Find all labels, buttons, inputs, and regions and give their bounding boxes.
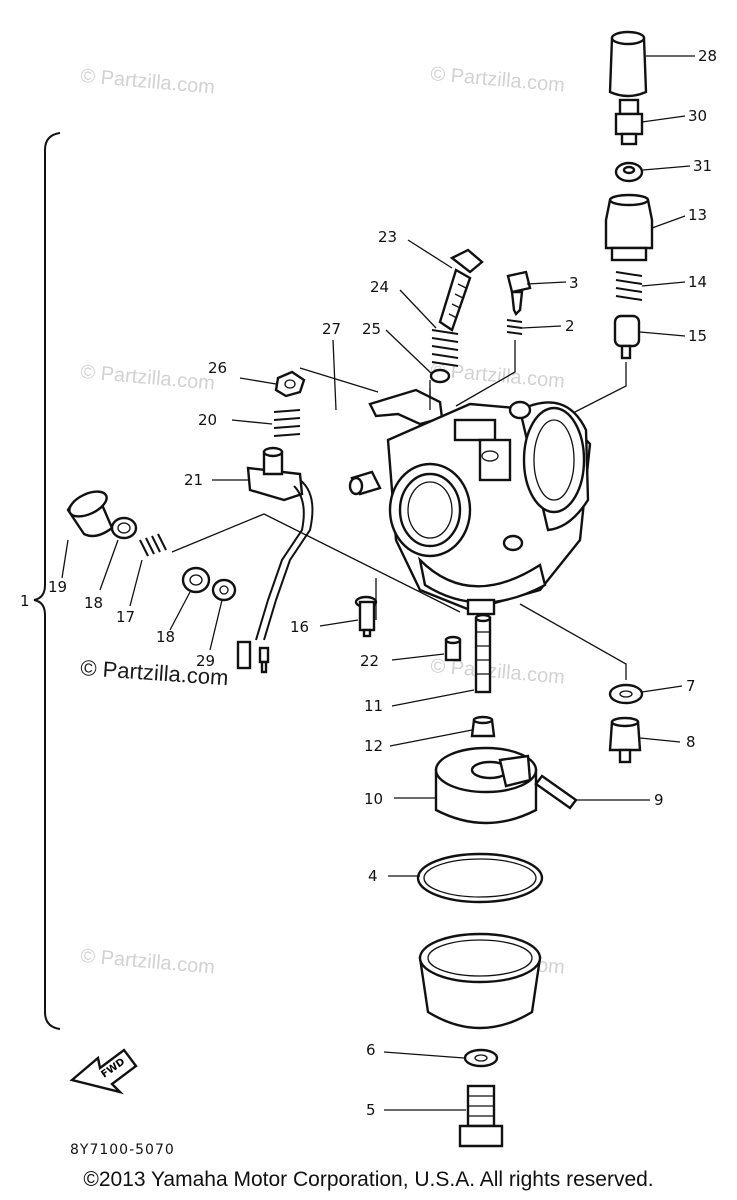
- part-2-spring: [506, 319, 523, 335]
- part-11-needle-jet: [474, 613, 492, 694]
- callout-27: 27: [322, 320, 341, 338]
- part-21-nipple-elbow: [246, 446, 304, 502]
- callout-25: 25: [362, 320, 381, 338]
- callout-16: 16: [290, 618, 309, 636]
- part-24-spring: [431, 329, 459, 367]
- part-18-collar-b: [181, 566, 211, 594]
- callout-17: 17: [116, 608, 135, 626]
- part-31-nut: [614, 161, 644, 183]
- callout-18b: 18: [156, 628, 175, 646]
- watermark: © Partzilla.com: [80, 65, 216, 99]
- callout-4: 4: [368, 867, 378, 885]
- part-9-float-pin: [534, 774, 578, 810]
- part-23-throttle-stop-screw: [438, 248, 484, 332]
- diagram-code: 8Y7100-5070: [70, 1142, 175, 1158]
- callout-19: 19: [48, 578, 67, 596]
- callout-29: 29: [196, 652, 215, 670]
- part-15-throttle-valve: [613, 314, 641, 360]
- callout-10: 10: [364, 790, 383, 808]
- part-5-drain-bolt: [458, 1084, 504, 1148]
- float-bowl: [418, 932, 542, 1030]
- part-30-adjuster: [614, 98, 644, 146]
- callout-14: 14: [688, 273, 707, 291]
- part-16-pilot-jet: [354, 595, 378, 638]
- callout-3: 3: [569, 274, 579, 292]
- callout-12: 12: [364, 737, 383, 755]
- callout-20: 20: [198, 411, 217, 429]
- part-4-gasket: [416, 852, 544, 904]
- callout-21: 21: [184, 471, 203, 489]
- callout-28: 28: [698, 47, 717, 65]
- part-10-float: [434, 746, 538, 825]
- callout-6: 6: [366, 1041, 376, 1059]
- watermark: © Partzilla.com: [80, 945, 216, 979]
- part-26-nut: [274, 370, 306, 398]
- part-3-screw: [506, 270, 532, 317]
- part-6-gasket: [463, 1048, 499, 1068]
- part-8-float-valve-seat: [608, 716, 642, 764]
- part-17-spring: [139, 533, 167, 557]
- callout-13: 13: [688, 206, 707, 224]
- part-29-washer: [211, 578, 237, 602]
- part-22-plug: [444, 635, 462, 662]
- callout-8: 8: [686, 733, 696, 751]
- part-19-cap: [66, 490, 114, 538]
- callout-24: 24: [370, 278, 389, 296]
- part-12-main-jet: [470, 715, 496, 738]
- part-14-spring: [615, 271, 643, 301]
- callout-23: 23: [378, 228, 397, 246]
- watermark: © Partzilla.com: [430, 63, 566, 97]
- carburetor-body: [348, 388, 592, 616]
- part-20-spring: [273, 409, 301, 437]
- callout-31: 31: [693, 157, 712, 175]
- wire-terminal: [236, 640, 270, 674]
- part-28-cap: [608, 30, 648, 98]
- callout-15: 15: [688, 327, 707, 345]
- callout-9: 9: [654, 791, 664, 809]
- part-25-washer: [429, 368, 451, 384]
- part-13-cap-nut: [604, 193, 654, 262]
- callout-18: 18: [84, 594, 103, 612]
- copyright-footer: ©2013 Yamaha Motor Corporation, U.S.A. A…: [83, 1168, 654, 1191]
- callout-30: 30: [688, 107, 707, 125]
- callout-22: 22: [360, 652, 379, 670]
- part-7-washer: [608, 683, 644, 705]
- callout-11: 11: [364, 697, 383, 715]
- watermark: © Partzilla.com: [80, 361, 216, 395]
- assembly-bracket: [33, 132, 61, 1030]
- fwd-arrow-icon: FWD: [69, 1048, 138, 1095]
- part-18-collar: [110, 516, 138, 540]
- callout-5: 5: [366, 1101, 376, 1119]
- callout-7: 7: [686, 677, 696, 695]
- callout-26: 26: [208, 359, 227, 377]
- callout-1: 1: [20, 592, 30, 610]
- callout-2: 2: [565, 317, 575, 335]
